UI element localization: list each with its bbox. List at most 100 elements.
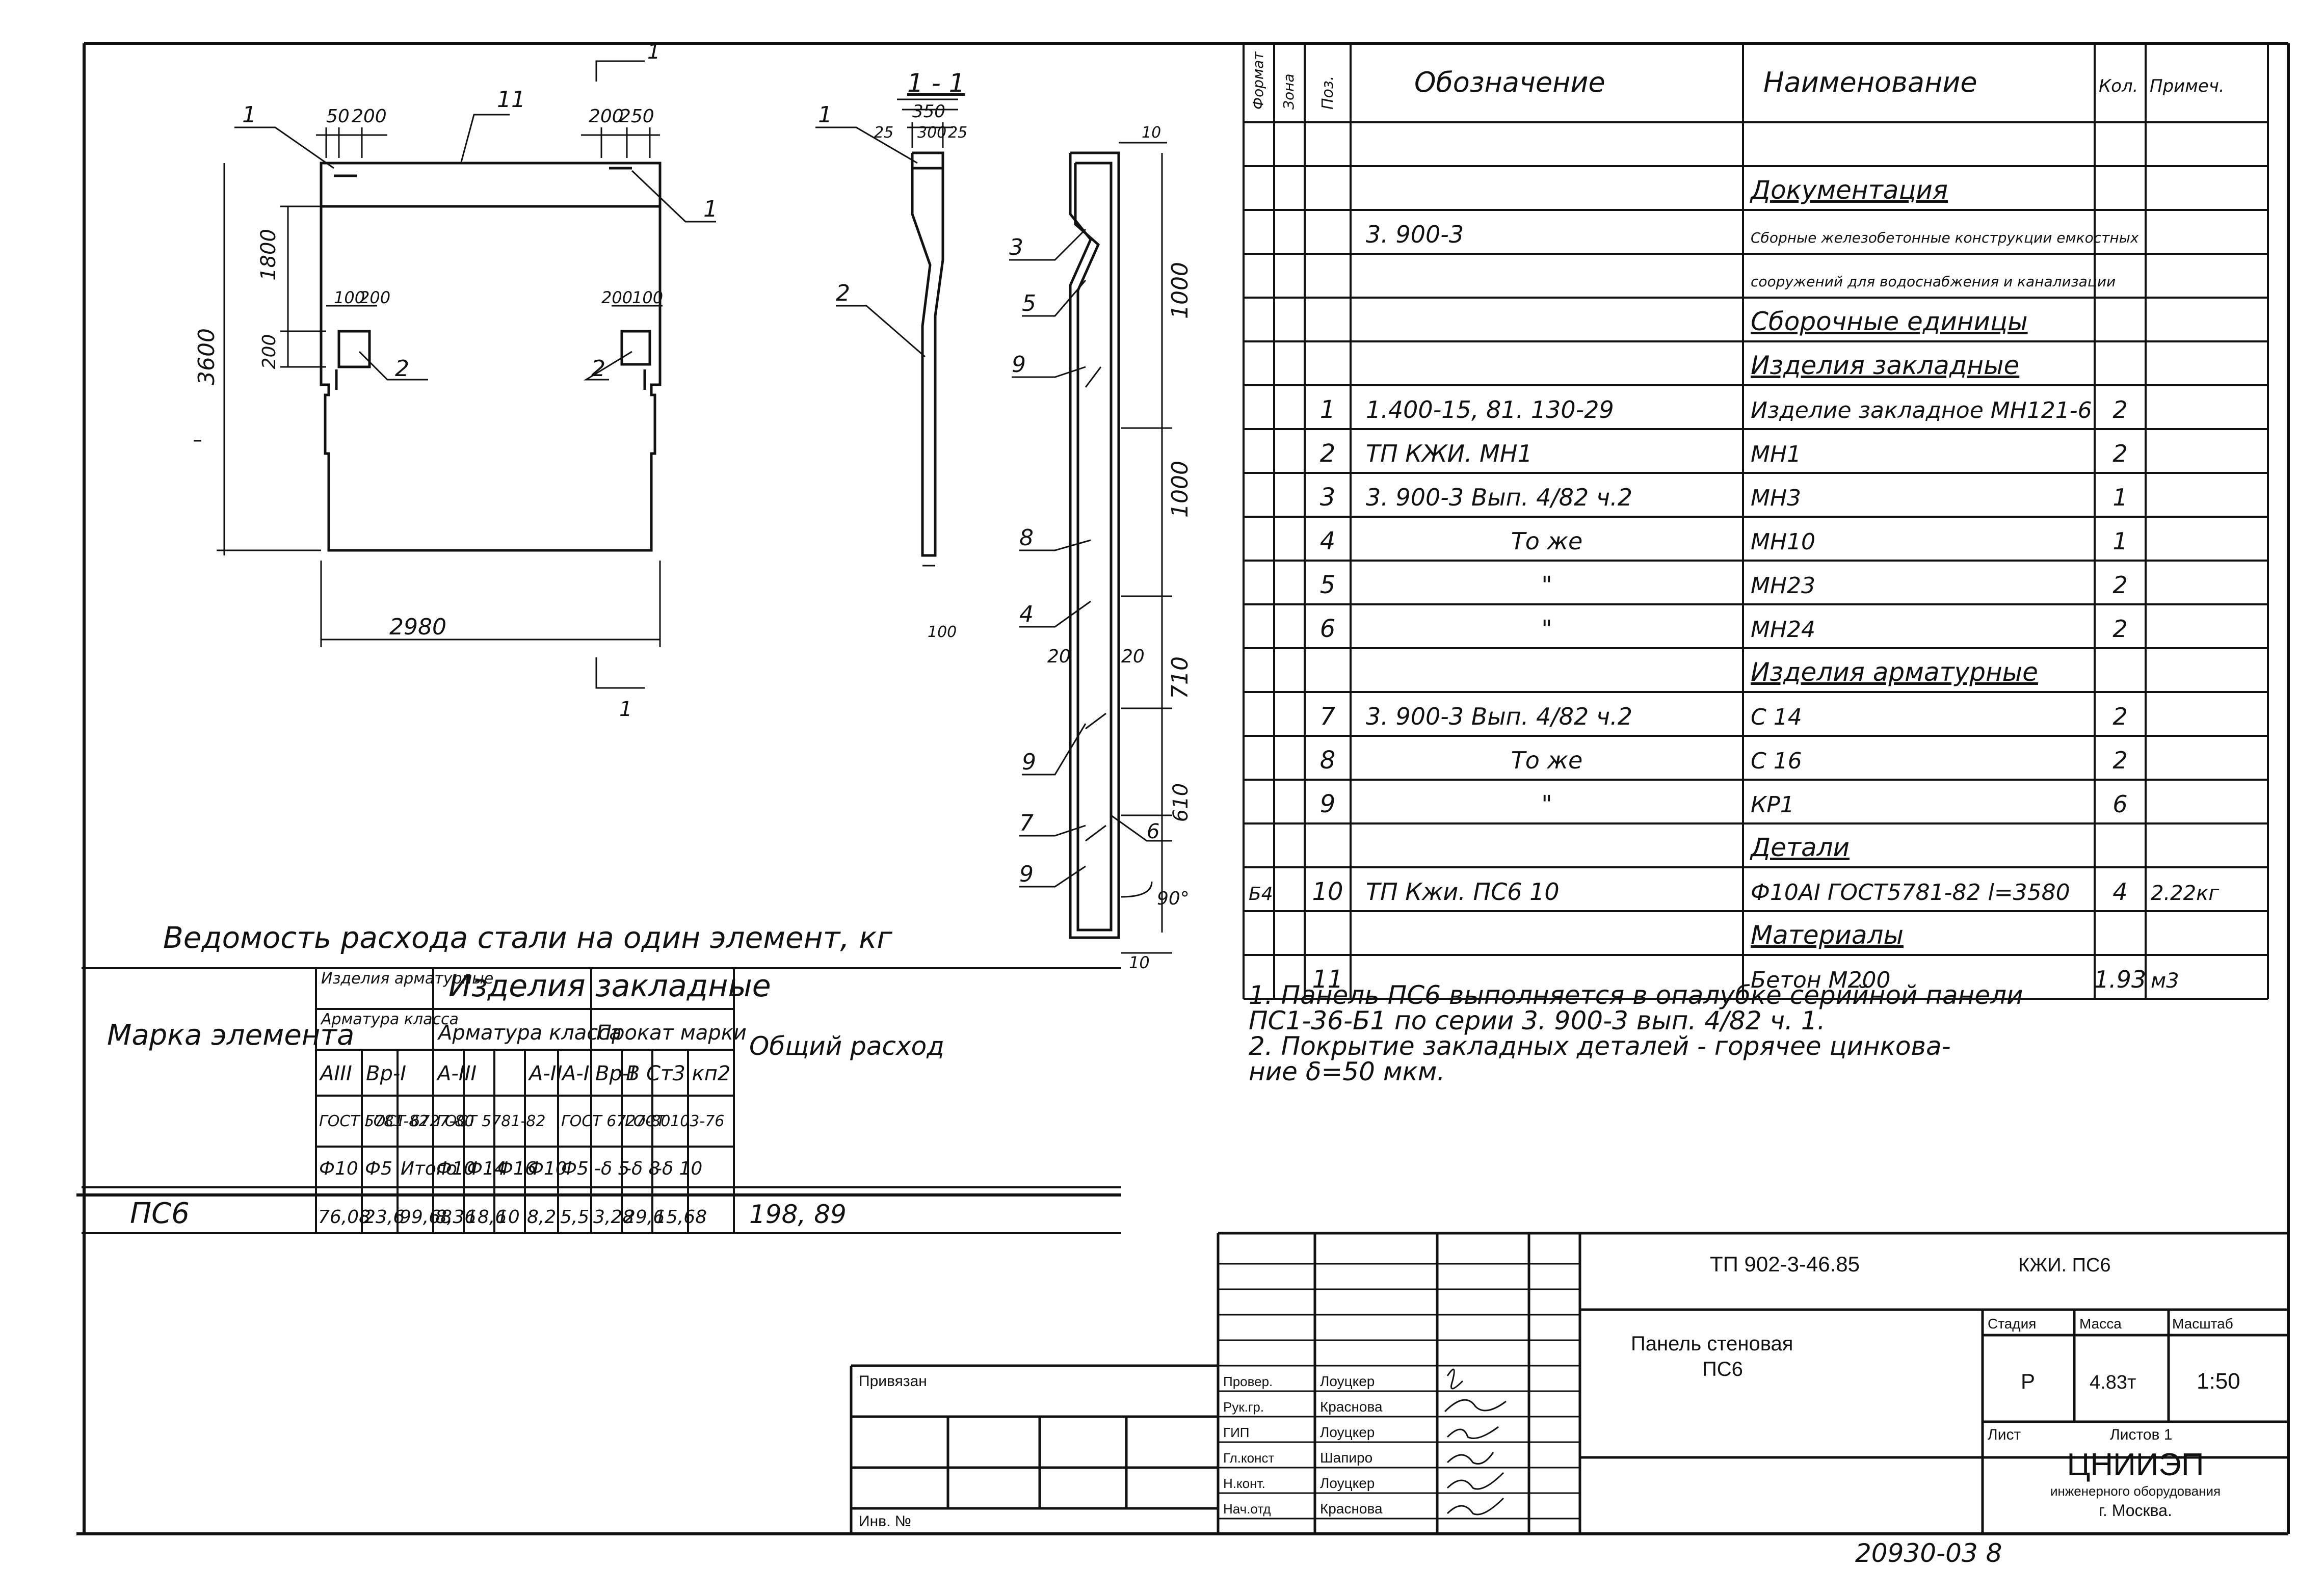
detail-callout-9a: 9 <box>1012 352 1026 378</box>
spec-row-name: МН10 <box>1751 529 1815 555</box>
stamp-grid <box>850 1232 2288 1534</box>
steel-class: АIII <box>319 1062 352 1085</box>
spec-row-name: С 14 <box>1751 704 1802 730</box>
plan-callout-2b: 2 <box>591 356 605 382</box>
stamp-stage-head: Стадия <box>1988 1316 2036 1332</box>
steel-total-label: Общий расход <box>749 1031 944 1061</box>
spec-row-designation: " <box>1541 790 1552 818</box>
section-callout-2: 2 <box>836 280 850 306</box>
detail-callout-4: 4 <box>1019 601 1034 627</box>
spec-row-pos: 7 <box>1320 702 1336 731</box>
detail-dim-1000a: 1000 <box>1167 262 1193 319</box>
plan-h2-dim: 200 <box>259 334 280 369</box>
detail-dim-10: 10 <box>1142 124 1161 142</box>
steel-diameter: -δ 10 <box>655 1158 702 1179</box>
steel-row-value: 23,6 <box>364 1207 405 1228</box>
stamp-code: ТП 902-3-46.85 <box>1710 1252 1860 1276</box>
stamp-scale: 1:50 <box>2197 1369 2240 1394</box>
plan-callout-1b: 1 <box>703 196 718 222</box>
stamp-name-6: Краснова <box>1320 1501 1383 1517</box>
steel-diameter: Ф14 <box>467 1158 506 1179</box>
spec-row-name: МН24 <box>1751 617 1815 643</box>
plan-top-dim-d: 250 <box>619 106 654 127</box>
spec-row-designation: То же <box>1511 747 1583 774</box>
section-dim-100: 100 <box>928 623 957 641</box>
spec-row-qty: 2 <box>2112 440 2127 467</box>
stamp-org: ЦНИИЭП <box>2067 1447 2204 1482</box>
steel-row-value: 8,36 <box>435 1207 476 1228</box>
spec-row-qty: 1 <box>2112 527 2127 555</box>
stamp-title-1: Панель стеновая <box>1631 1333 1793 1355</box>
spec-row-designation: 3. 900-3 <box>1366 221 1464 248</box>
spec-row-pos: 9 <box>1320 790 1336 818</box>
spec-row-format: Б4 <box>1249 884 1273 905</box>
steel-mark-label: Марка элемента <box>107 1019 354 1052</box>
steel-row-total: 198, 89 <box>749 1200 847 1229</box>
steel-group-1-sub: Арматура класса <box>320 1011 459 1028</box>
spec-row-name: Ф10АI ГОСТ5781-82 l=3580 <box>1751 880 2070 906</box>
stamp-name-3: Лоуцкер <box>1320 1424 1375 1440</box>
signatures <box>1444 1368 1507 1516</box>
stamp-name-4: Шапиро <box>1320 1450 1372 1466</box>
plan-top-dim-b: 200 <box>352 106 387 127</box>
spec-row-note: 2.22кг <box>2151 882 2220 905</box>
stamp-name-2: Краснова <box>1320 1399 1383 1415</box>
spec-head-format: Формат <box>1250 51 1266 110</box>
spec-row-designation: То же <box>1511 527 1583 555</box>
steel-gost: ГОСТ 5781-82 <box>436 1112 545 1130</box>
steel-row-value: 29,6 <box>624 1207 665 1228</box>
steel-group-3-sub: Прокат марки <box>596 1021 747 1045</box>
steel-diameter: Ф10 <box>436 1158 476 1179</box>
spec-row-qty: 2 <box>2112 396 2127 423</box>
stamp-sheets: Листов 1 <box>2110 1426 2173 1443</box>
steel-table-grid <box>82 967 1121 1234</box>
plan-top-dim-c: 200 <box>589 106 624 127</box>
spec-row-name: Изделие закладное МН121-6 <box>1751 397 2092 423</box>
stamp-role-6: Нач.отд <box>1223 1501 1271 1517</box>
spec-row-name: Сборные железобетонные конструкции емкос… <box>1751 229 2139 246</box>
stamp-role-2: Рук.гр. <box>1223 1399 1264 1415</box>
detail-callout-3: 3 <box>1009 234 1023 260</box>
spec-row-section: Детали <box>1750 833 1850 862</box>
spec-row-qty: 2 <box>2112 703 2127 730</box>
stamp-inv: Инв. № <box>859 1513 911 1530</box>
steel-diameter: Итого <box>401 1158 457 1179</box>
steel-class: Вр-I <box>595 1062 636 1085</box>
steel-diameter: Ф16 <box>497 1158 537 1179</box>
spec-head-note: Примеч. <box>2150 76 2225 96</box>
plan-width-dim: 2980 <box>389 614 446 640</box>
stamp-scale-head: Масштаб <box>2172 1316 2233 1332</box>
detail-callout-9b: 9 <box>1022 749 1036 775</box>
plan-labels: 2980 3600 1800 200 50 200 200 250 100 20… <box>194 40 718 721</box>
spec-row-pos: 1 <box>1320 395 1336 424</box>
detail-callout-8: 8 <box>1019 525 1034 551</box>
steel-row-value: 76,08 <box>318 1207 371 1228</box>
steel-diameter: -δ 8 <box>625 1158 660 1179</box>
stamp-role-1: Провер. <box>1223 1374 1273 1389</box>
section-dim-25b: 25 <box>948 124 967 142</box>
note-line-3: 2. Покрытие закладных деталей - горячее … <box>1249 1031 1951 1061</box>
steel-class: Вр-I <box>366 1062 406 1085</box>
steel-gost: ГОСТ 6727-80 <box>561 1112 670 1130</box>
detail-view: 10 1000 1000 710 610 20 20 90° 10 3 5 9 … <box>1009 124 1193 972</box>
steel-class: А-II <box>527 1062 562 1085</box>
detail-dim-1000b: 1000 <box>1167 461 1193 518</box>
spec-row-section: Изделия закладные <box>1751 351 2019 380</box>
steel-row-value: 5,5 <box>560 1207 589 1228</box>
plan-h1-dim: 1800 <box>257 229 280 281</box>
spec-row-name: Бетон М200 <box>1751 967 1891 993</box>
plan-height-dim: 3600 <box>194 328 220 385</box>
spec-row-pos: 10 <box>1312 878 1343 906</box>
spec-row-pos: 8 <box>1320 746 1336 775</box>
stamp-org-dept: инженерного оборудования <box>2050 1483 2221 1499</box>
steel-group-2-sub: Арматура класса <box>437 1021 622 1045</box>
detail-callout-7: 7 <box>1019 810 1034 836</box>
spec-row-pos: 2 <box>1320 439 1336 468</box>
steel-row-mark: ПС6 <box>130 1197 190 1230</box>
detail-callout-9c: 9 <box>1019 861 1034 887</box>
steel-class: А-III <box>436 1062 477 1085</box>
note-line-4: ние δ=50 мкм. <box>1249 1057 1445 1086</box>
section-view: 1 - 1 350 25 300 25 100 1 2 <box>815 68 967 641</box>
stamp-role-5: Н.конт. <box>1223 1476 1265 1491</box>
